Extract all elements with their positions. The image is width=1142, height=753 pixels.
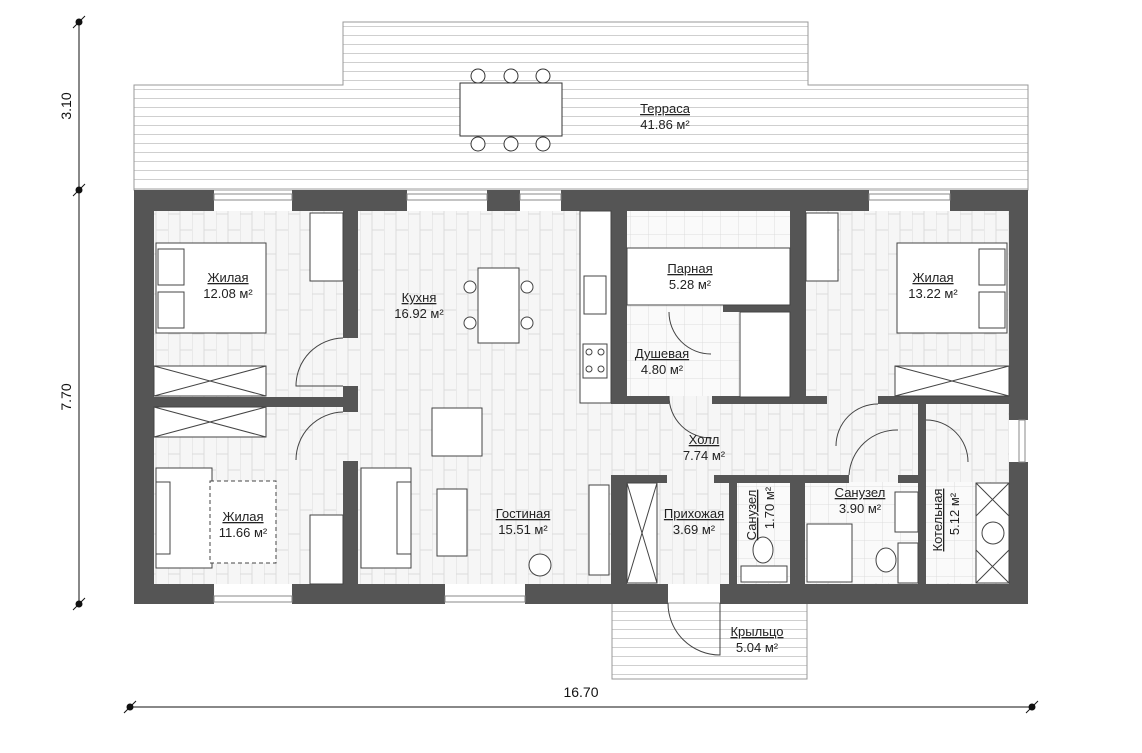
svg-text:Гостиная: Гостиная: [496, 506, 551, 521]
svg-text:Котельная: Котельная: [930, 489, 945, 552]
hall-area: 7.74 м²: [683, 448, 726, 463]
house-depth-dimension: 7.70: [58, 383, 74, 410]
doors: [295, 311, 969, 656]
svg-text:Терраса: Терраса: [640, 101, 691, 116]
bedroom-right-area: 13.22 м²: [908, 286, 958, 301]
terrace-area: 41.86 м²: [640, 117, 690, 132]
room-labels: Терраса 41.86 м² Жилая 12.08 м² Кухня 16…: [203, 101, 962, 655]
entrance-name: Прихожая: [664, 506, 724, 521]
terrace-table: [459, 68, 563, 152]
house-width-dimension: 16.70: [563, 684, 598, 700]
svg-text:Жилая: Жилая: [207, 270, 248, 285]
boiler-room-name: Котельная: [930, 489, 945, 552]
svg-text:Санузел: Санузел: [744, 490, 759, 541]
porch-name: Крыльцо: [730, 624, 783, 639]
svg-text:Душевая: Душевая: [635, 346, 689, 361]
kitchen-area: 16.92 м²: [394, 306, 444, 321]
shower-area: 4.80 м²: [641, 362, 684, 377]
svg-text:Кухня: Кухня: [402, 290, 437, 305]
shower-name: Душевая: [635, 346, 689, 361]
bedroom-left-bottom-name: Жилая: [222, 509, 263, 524]
bedroom-right-name: Жилая: [912, 270, 953, 285]
terrace-name: Терраса: [640, 101, 691, 116]
bedroom-left-top-name: Жилая: [207, 270, 248, 285]
boiler-room-area: 5.12 м²: [947, 492, 962, 535]
terrace: [133, 21, 1029, 191]
kitchen-name: Кухня: [402, 290, 437, 305]
porch-area: 5.04 м²: [736, 640, 779, 655]
wc-small-area: 1.70 м²: [762, 486, 777, 529]
steam-room-name: Парная: [667, 261, 712, 276]
hall-name: Холл: [689, 432, 720, 447]
svg-text:Холл: Холл: [689, 432, 720, 447]
bedroom-left-bottom-area: 11.66 м²: [219, 525, 268, 540]
living-room-name: Гостиная: [496, 506, 551, 521]
windows: [213, 193, 1026, 603]
walls: [134, 190, 1028, 604]
terrace-depth-dimension: 3.10: [58, 92, 74, 119]
bathroom-area: 3.90 м²: [839, 501, 882, 516]
svg-text:Санузел: Санузел: [835, 485, 886, 500]
svg-text:Парная: Парная: [667, 261, 712, 276]
steam-room-area: 5.28 м²: [669, 277, 712, 292]
bedroom-left-top-area: 12.08 м²: [203, 286, 253, 301]
dimension-lines: [72, 15, 1039, 714]
wc-small-name: Санузел: [744, 490, 759, 541]
bathroom-name: Санузел: [835, 485, 886, 500]
svg-text:Жилая: Жилая: [912, 270, 953, 285]
svg-text:Крыльцо: Крыльцо: [730, 624, 783, 639]
living-room-area: 15.51 м²: [498, 522, 548, 537]
entrance-area: 3.69 м²: [673, 522, 716, 537]
svg-text:Жилая: Жилая: [222, 509, 263, 524]
svg-text:Прихожая: Прихожая: [664, 506, 724, 521]
furniture: [153, 210, 1010, 585]
